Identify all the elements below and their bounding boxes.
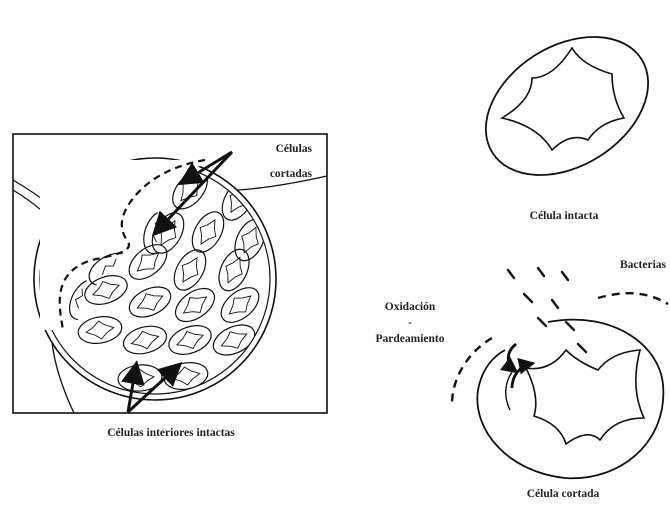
cut-cell-inner-cut — [506, 372, 512, 410]
label-cut-cells-line1: Células — [224, 143, 312, 156]
cell — [81, 270, 131, 309]
bacterium — [508, 270, 514, 278]
bacterium — [578, 344, 586, 352]
bacterium — [562, 272, 568, 280]
label-cut-cell: Célula cortada — [498, 488, 628, 501]
bacteria-dashed-arc — [598, 293, 668, 304]
label-intact-cell: Célula intacta — [504, 210, 624, 223]
cut-cell-vacuole — [526, 350, 644, 444]
intact-cell-wall — [461, 8, 670, 203]
bacterium — [566, 322, 574, 330]
label-oxidation: Oxidación - Pardeamiento — [354, 301, 466, 346]
broken-cell — [63, 278, 97, 320]
label-cut-cells: Células cortadas — [224, 143, 312, 181]
cell — [125, 281, 176, 323]
bacteria-marks — [508, 268, 586, 352]
cell — [117, 363, 163, 393]
cut-cell-wall-main — [477, 320, 663, 479]
cell — [120, 322, 169, 359]
cell — [170, 282, 221, 329]
cell — [146, 207, 191, 258]
cell — [165, 320, 215, 359]
bacterium — [524, 294, 532, 302]
cell — [168, 244, 213, 295]
label-interior-cells: Células interiores intactas — [46, 427, 296, 440]
cell — [123, 238, 173, 286]
cell — [76, 313, 124, 346]
label-oxidation-line1: Oxidación — [354, 301, 466, 314]
bacterium — [538, 268, 544, 276]
label-bacteria: Bacterias — [574, 259, 666, 272]
oxidation-dashed-arc — [452, 338, 492, 404]
intact-cell — [461, 8, 670, 203]
cell — [229, 215, 271, 266]
label-oxidation-line3: Pardeamiento — [354, 333, 466, 346]
tissue-line — [52, 342, 74, 413]
label-oxidation-line2: - — [354, 317, 466, 330]
oxidation-arrow-1 — [508, 344, 516, 370]
bacterium — [538, 318, 546, 326]
intact-cell-vacuole — [502, 48, 624, 150]
bacterium — [552, 300, 558, 308]
label-cut-cells-line2: cortadas — [224, 168, 312, 181]
cut-cell — [452, 268, 668, 478]
